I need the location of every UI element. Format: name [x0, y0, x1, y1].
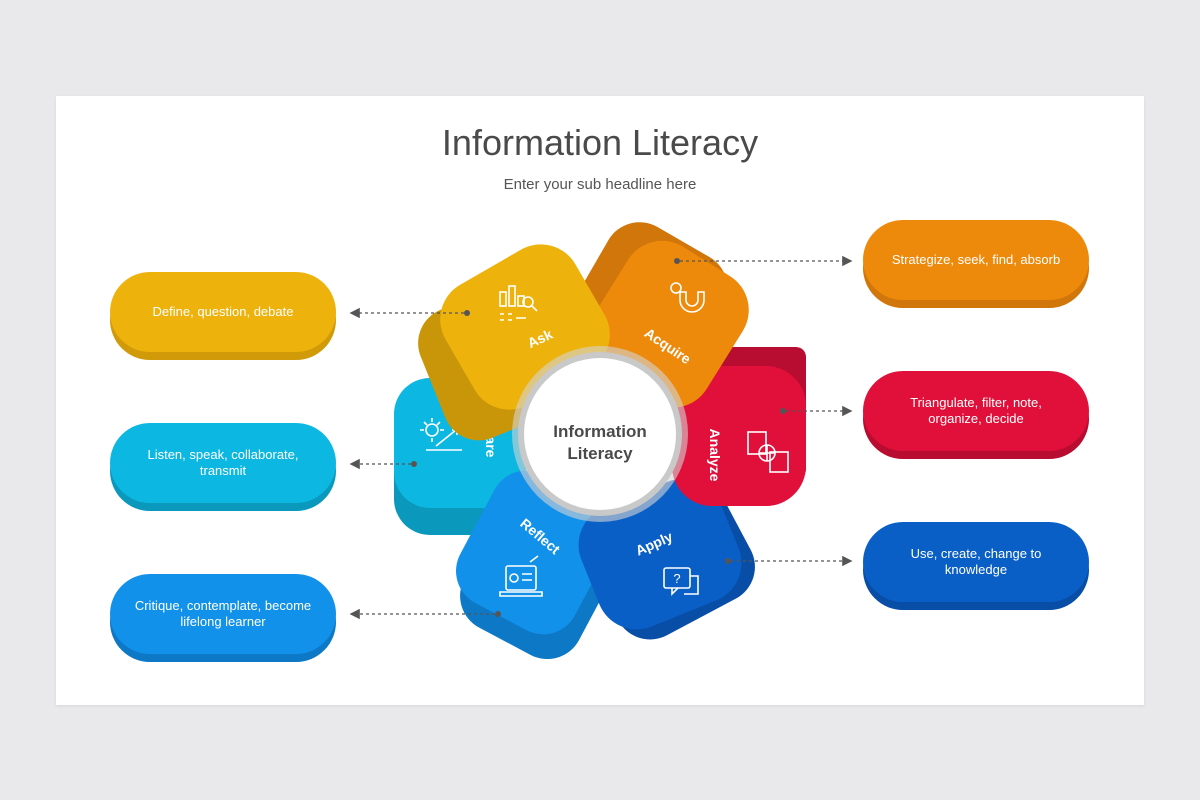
pill-acquire[interactable]: Strategize, seek, find, absorb	[863, 220, 1089, 308]
pill-ask-text: Define, question, debate	[110, 272, 336, 352]
pill-reflect-text: Critique, contemplate, become lifelong l…	[110, 574, 336, 654]
center-label-line2: Literacy	[567, 444, 633, 463]
bar-chart-search-icon	[499, 285, 538, 321]
pill-reflect[interactable]: Critique, contemplate, become lifelong l…	[110, 574, 336, 662]
pill-share-text: Listen, speak, collaborate, transmit	[110, 423, 336, 503]
documents-globe-icon	[747, 431, 789, 473]
center-hub: Information Literacy	[512, 346, 688, 522]
pill-share[interactable]: Listen, speak, collaborate, transmit	[110, 423, 336, 511]
magnet-icon	[670, 282, 705, 313]
laptop-profile-icon	[499, 555, 543, 597]
pill-ask[interactable]: Define, question, debate	[110, 272, 336, 360]
pill-acquire-text: Strategize, seek, find, absorb	[863, 220, 1089, 300]
petal-apply[interactable]: ? Apply	[566, 467, 767, 653]
pill-analyze-text: Triangulate, filter, note, organize, dec…	[863, 371, 1089, 451]
center-label-line1: Information	[553, 422, 647, 441]
petal-analyze[interactable]: Analyze	[672, 347, 806, 506]
connectors	[349, 255, 853, 620]
petal-label-analyze: Analyze	[707, 429, 723, 482]
pill-apply-text: Use, create, change to knowledge	[863, 522, 1089, 602]
page-title: Information Literacy	[441, 122, 759, 163]
pill-analyze[interactable]: Triangulate, filter, note, organize, dec…	[863, 371, 1089, 459]
question-chat-icon: ?	[663, 567, 699, 596]
svg-text:?: ?	[673, 571, 680, 586]
page-subtitle: Enter your sub headline here	[503, 176, 697, 193]
pill-apply[interactable]: Use, create, change to knowledge	[863, 522, 1089, 610]
